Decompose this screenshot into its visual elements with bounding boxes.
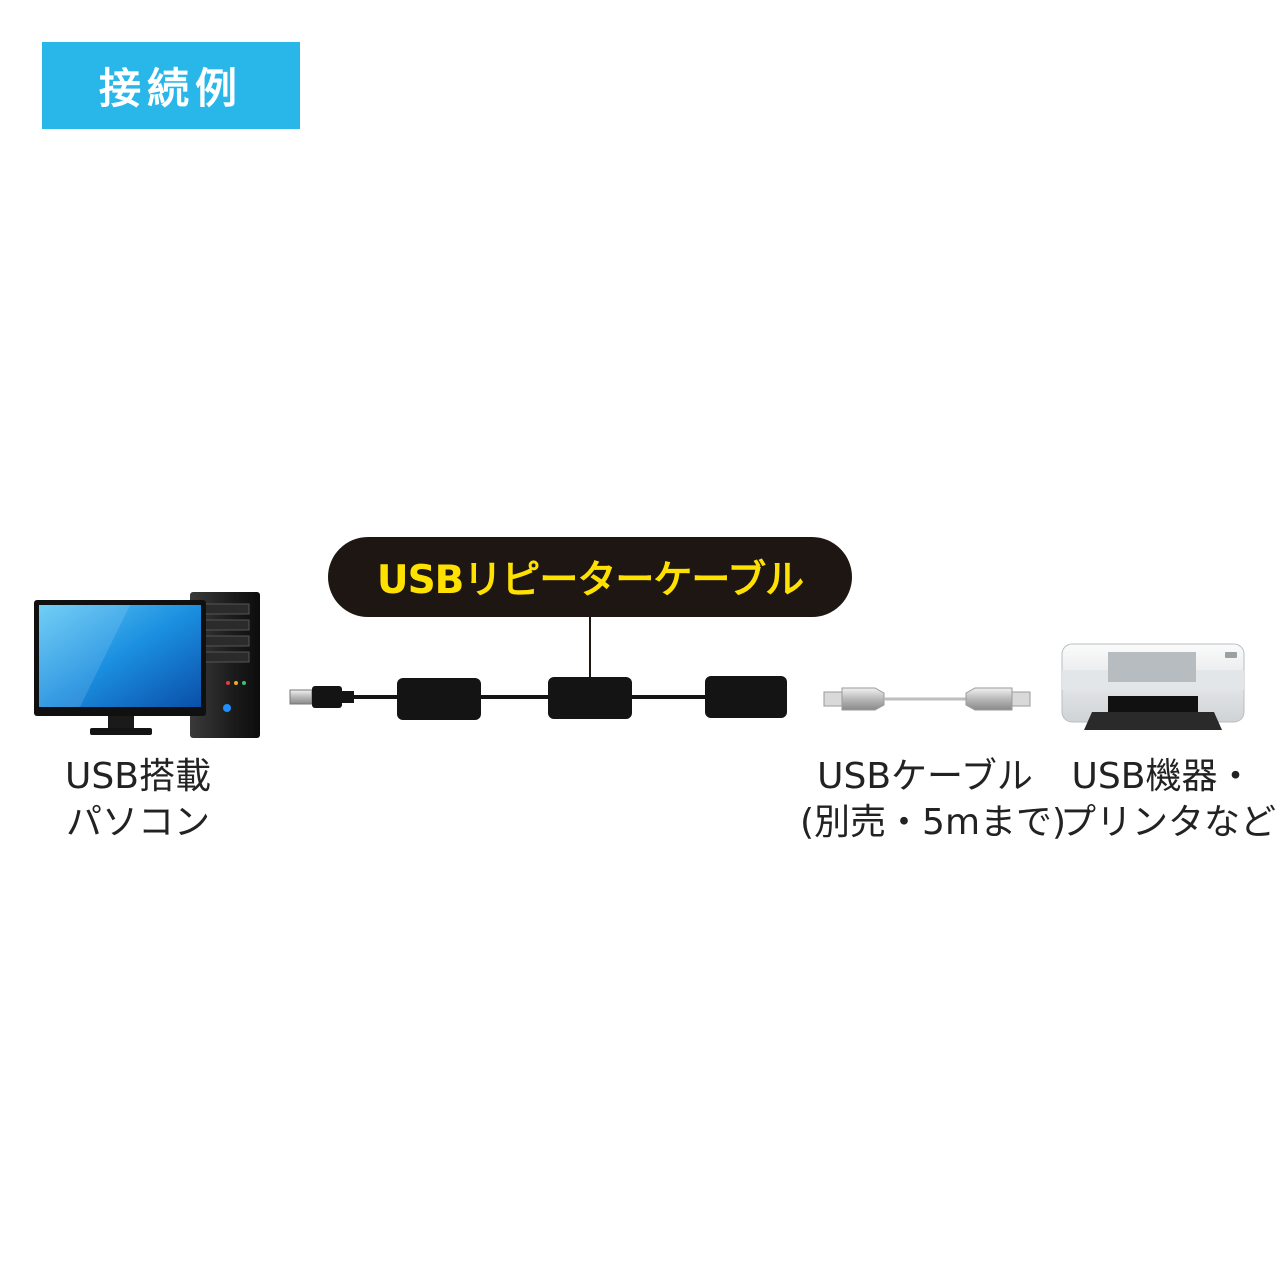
printer-icon: [1061, 643, 1245, 730]
pc-label-line1: USB搭載: [65, 756, 211, 797]
pc-label-line2: パソコン: [65, 802, 210, 843]
product-name-label: USBリピーターケーブル: [328, 537, 852, 617]
usb-device-label: USB機器・ プリンタなど: [1060, 754, 1277, 846]
section-title: 接続例: [42, 42, 300, 129]
usb-cable-icon: [823, 687, 1031, 711]
repeater-cable-icon: [289, 617, 787, 720]
pc-label: USB搭載 パソコン: [38, 754, 238, 846]
usb-cable-label-line2: (別売・5mまで): [800, 802, 1067, 843]
usb-cable-label-line1: USBケーブル: [817, 756, 1033, 797]
usb-cable-label: USBケーブル (別売・5mまで): [800, 754, 1067, 846]
usb-device-label-line1: USB機器・: [1071, 756, 1254, 797]
desktop-pc-icon: [34, 592, 260, 738]
usb-device-label-line2: プリンタなど: [1060, 802, 1277, 843]
